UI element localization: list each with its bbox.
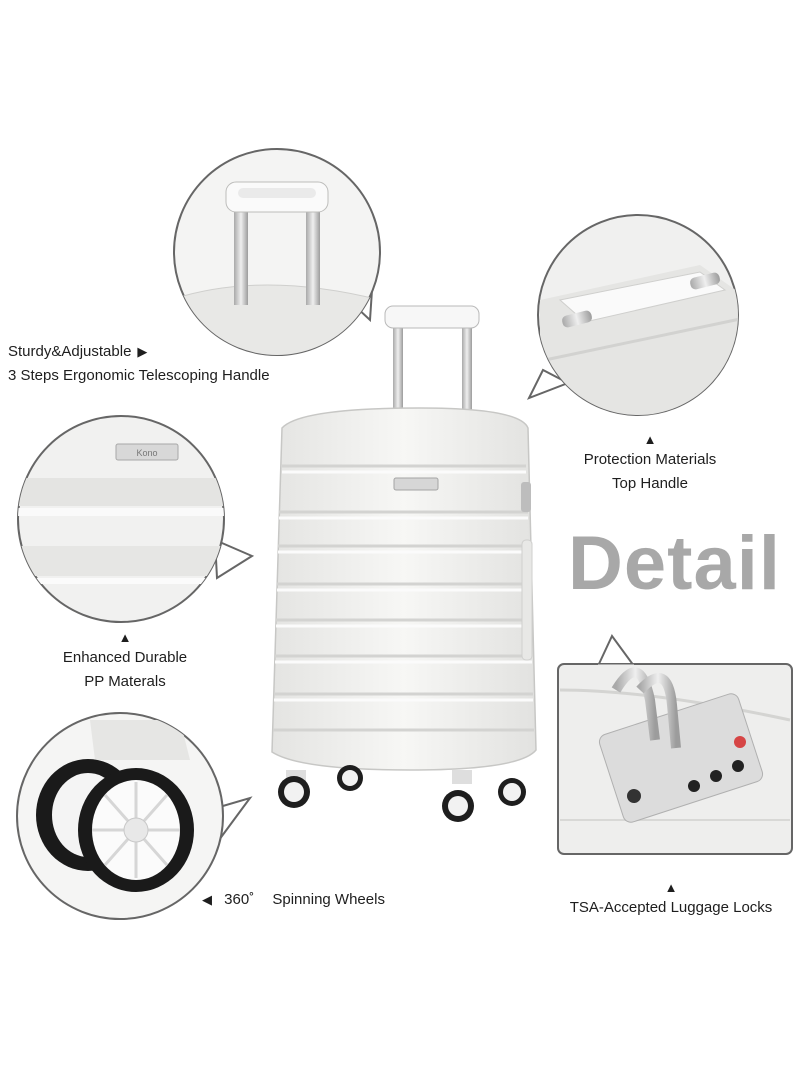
top-handle-label: ▲ Protection Materials Top Handle [560,432,740,496]
material-label-line2: PP Materals [84,673,166,690]
lock-callout [557,634,793,855]
brand-badge: Kono [136,448,157,458]
arrow-up-icon: ▲ [664,880,678,895]
arrow-left-icon: ◀ [202,892,212,907]
material-label: ▲ Enhanced Durable PP Materals [35,630,215,694]
handle-label-line2: 3 Steps Ergonomic Telescoping Handle [8,367,270,384]
lock-label: ▲ TSA-Accepted Luggage Locks [540,880,800,920]
material-callout: Kono [17,415,255,623]
arrow-up-icon: ▲ [643,432,657,447]
handle-label: Sturdy&Adjustable ▶ 3 Steps Ergonomic Tel… [8,340,270,388]
handle-label-line1: Sturdy&Adjustable [8,343,132,360]
detail-headline: Detail [568,521,781,606]
top-handle-label-line1: Protection Materials [583,451,717,468]
arrow-right-icon: ▶ [137,344,148,359]
top-handle-label-line2: Top Handle [612,475,688,492]
top-handle-callout [526,214,739,416]
wheels-degree: 360˚ [224,891,255,908]
arrow-up-icon: ▲ [118,630,132,645]
lock-label-text: TSA-Accepted Luggage Locks [569,899,773,916]
handle-callout [173,148,381,356]
wheels-text: Spinning Wheels [272,891,385,908]
wheels-label: ◀ 360˚ Spinning Wheels [202,888,385,912]
material-label-line1: Enhanced Durable [62,649,188,666]
wheel-callout [16,712,253,920]
suitcase [271,305,537,822]
